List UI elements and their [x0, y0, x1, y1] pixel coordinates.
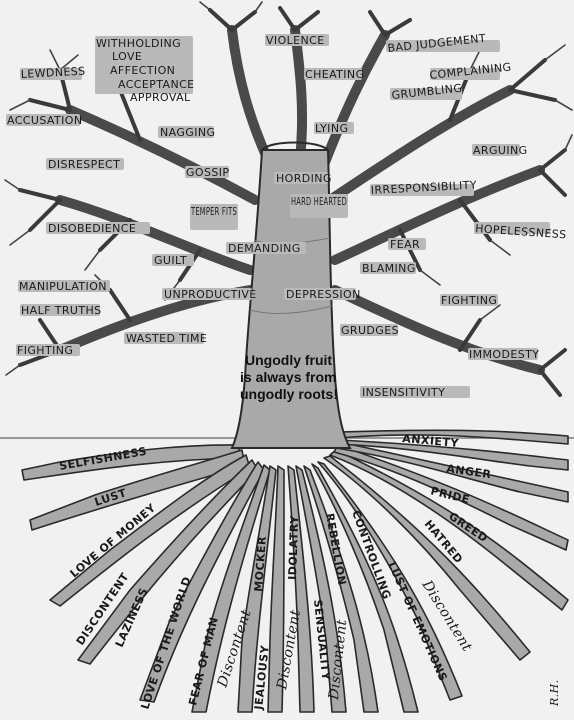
fruit-labels: WITHHOLDING LOVE AFFECTION ACCEPTANCE AP… [7, 32, 567, 399]
root-rebellion [311, 463, 419, 713]
root-sensuality [303, 465, 379, 713]
label-highlights [6, 34, 550, 398]
root-laziness [139, 461, 265, 703]
root-discontent-1 [77, 459, 259, 665]
fruit-fighting-right: FIGHTING [441, 294, 497, 307]
fruit-blaming: BLAMING [362, 262, 416, 275]
fruit-withholding: WITHHOLDING [96, 37, 181, 50]
fruit-disrespect: DISRESPECT [48, 158, 120, 171]
fruit-approval: APPROVAL [130, 91, 191, 104]
root-label-idolatry: IDOLATRY [286, 515, 301, 581]
fruit-half-truths: HALF TRUTHS [21, 304, 102, 317]
fruit-hard-hearted: HARD HEARTED [291, 195, 347, 208]
fruit-hopelessness: HOPELESSNESS [475, 222, 567, 241]
fruit-violence: VIOLENCE [266, 34, 325, 47]
fruit-irresponsibility: IRRESPONSIBILITY [370, 178, 477, 197]
fruit-lewdness: LEWDNESS [20, 65, 85, 81]
fruit-fighting-left: FIGHTING [17, 344, 73, 357]
fruit-guilt: GUILT [154, 254, 187, 267]
root-anger [337, 439, 569, 471]
fruit-disobedience: DISOBEDIENCE [48, 222, 136, 235]
fruit-nagging: NAGGING [160, 126, 215, 139]
root-lust-of-emotions [323, 455, 531, 661]
fruit-affection: AFFECTION [110, 64, 175, 77]
root-anxiety [337, 429, 569, 445]
root-label-greed: GREED [446, 510, 490, 545]
root-label-mocker: MOCKER [252, 536, 269, 593]
root-greed [333, 444, 569, 551]
fruit-hording: HORDING [276, 172, 332, 185]
fruit-temper-fits: TEMPER FITS [190, 205, 237, 218]
center-message-line-3: ungodly roots! [240, 386, 338, 402]
roots [21, 429, 569, 713]
root-lust [29, 449, 246, 531]
root-label-anger: ANGER [446, 462, 493, 481]
root-jealousy [267, 465, 285, 713]
root-selfishness [21, 444, 241, 481]
root-controlling [317, 461, 463, 701]
root-love-of-world [191, 464, 271, 713]
root-fear-of-man [237, 465, 277, 713]
fruit-love: LOVE [112, 50, 142, 63]
fruit-depression: DEPRESSION [286, 288, 361, 301]
branches [4, 1, 573, 397]
fruit-fear: FEAR [390, 238, 420, 251]
fruit-grudges: GRUDGES [341, 324, 399, 337]
corner-mark: R.H. [548, 680, 561, 707]
fruit-immodesty: IMMODESTY [469, 348, 539, 361]
fruit-insensitivity: INSENSITIVITY [362, 386, 445, 399]
root-hatred [329, 449, 569, 611]
root-label-anxiety: ANXIETY [402, 432, 460, 450]
fruit-wasted-time: WASTED TIME [126, 332, 207, 345]
fruit-manipulation: MANIPULATION [19, 280, 107, 293]
center-message-line-2: is always from [240, 369, 337, 385]
root-idolatry [295, 465, 347, 713]
fruit-unproductive: UNPRODUCTIVE [164, 288, 257, 301]
fruit-cheating: CHEATING [305, 68, 365, 81]
fruit-accusation: ACCUSATION [7, 114, 82, 127]
root-love-of-money [49, 454, 251, 607]
fruit-demanding: DEMANDING [228, 242, 301, 255]
root-pride [335, 441, 569, 503]
center-message-line-1: Ungodly fruit [245, 352, 332, 368]
fruit-acceptance: ACCEPTANCE [118, 78, 195, 91]
root-mocker [287, 465, 315, 713]
fruit-arguing: ARGUING [473, 144, 528, 157]
fruit-lying: LYING [315, 122, 348, 135]
fruit-gossip: GOSSIP [186, 166, 229, 179]
center-message: Ungodly fruit is always from ungodly roo… [240, 352, 338, 402]
